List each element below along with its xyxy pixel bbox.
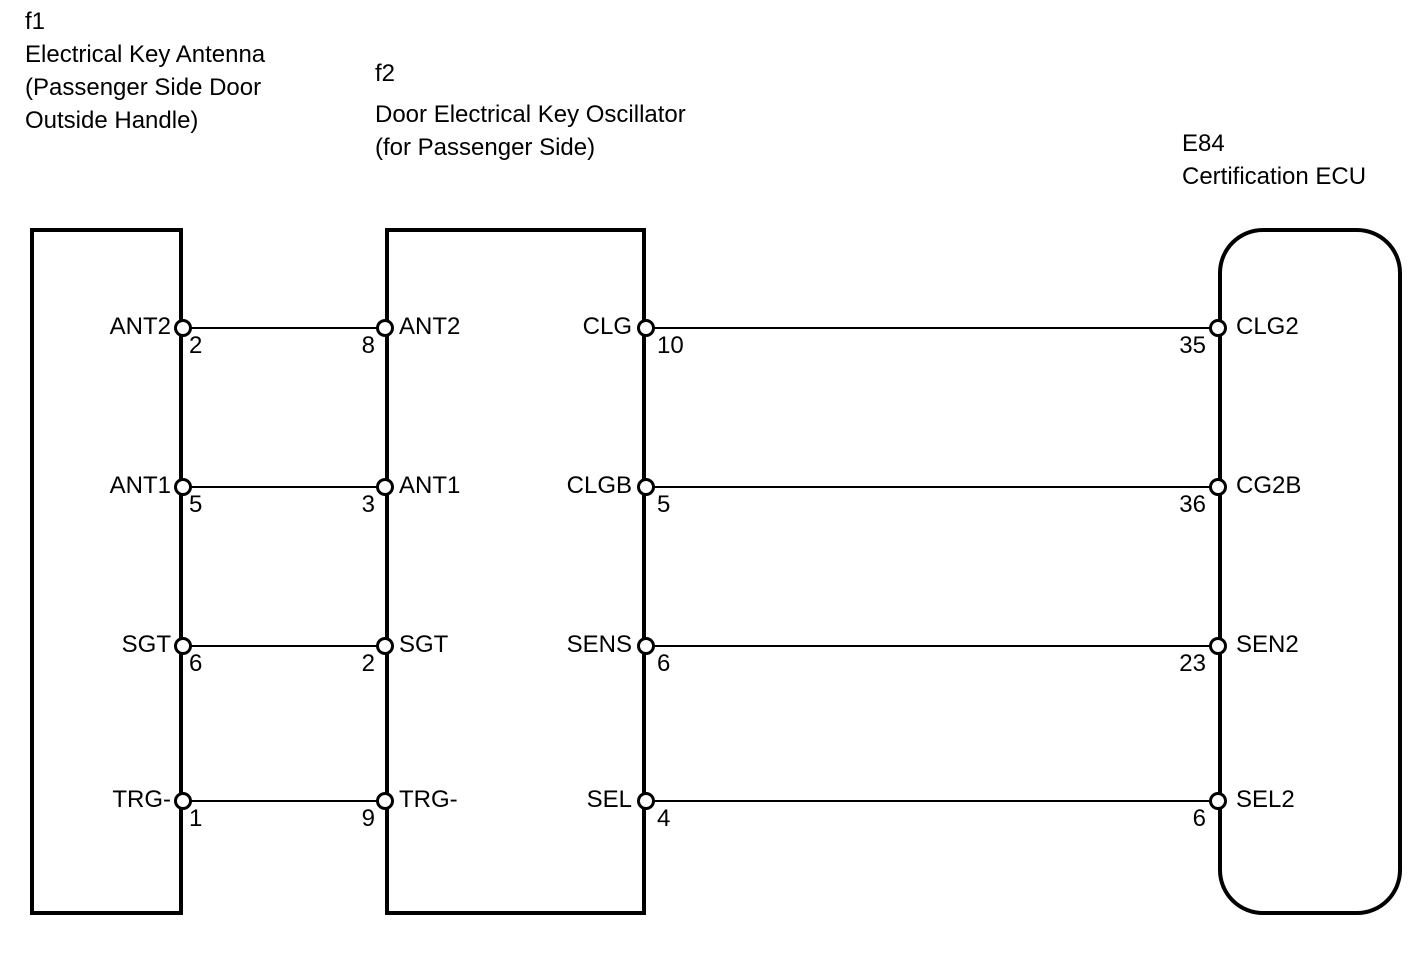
pin-circle-f2-right-row3: [637, 637, 655, 655]
component-code-f2: f2: [375, 60, 396, 87]
wire-f1-f2-row2: [183, 486, 385, 488]
pin-circle-f2-left-row4: [376, 792, 394, 810]
component-title-f1: f1 Electrical Key Antenna (Passenger Sid…: [25, 5, 265, 137]
pin-circle-e84-row1: [1209, 319, 1227, 337]
component-box-e84: [1218, 228, 1402, 915]
pin-circle-f2-right-row2: [637, 478, 655, 496]
pin-number: 5: [657, 491, 671, 518]
component-box-f2: [385, 228, 646, 915]
wire-f2-e84-row4: [646, 800, 1218, 802]
wire-f1-f2-row1: [183, 327, 385, 329]
component-box-f1: [30, 228, 183, 915]
pin-number: 5: [189, 491, 203, 518]
wire-f2-e84-row3: [646, 645, 1218, 647]
pin-label: ANT2: [109, 313, 171, 340]
pin-number: 3: [361, 491, 375, 518]
pin-circle-f2-left-row1: [376, 319, 394, 337]
pin-label: CG2B: [1236, 472, 1302, 499]
pin-number: 6: [1192, 805, 1206, 832]
component-name-f1: Electrical Key Antenna (Passenger Side D…: [25, 41, 266, 134]
component-code-f1: f1: [25, 8, 46, 35]
component-name-e84: Certification ECU: [1182, 163, 1367, 190]
wire-f2-e84-row1: [646, 327, 1218, 329]
pin-circle-f1-row4: [174, 792, 192, 810]
pin-number: 1: [189, 805, 203, 832]
component-title-e84: E84 Certification ECU: [1182, 127, 1366, 193]
pin-circle-f1-row1: [174, 319, 192, 337]
wire-f2-e84-row2: [646, 486, 1218, 488]
pin-label: ANT1: [399, 472, 461, 499]
component-title-f2: f2 Door Electrical Key Oscillator (for P…: [375, 57, 686, 164]
pin-number: 4: [657, 805, 671, 832]
pin-label: SGT: [399, 631, 449, 658]
pin-label: CLG2: [1236, 313, 1299, 340]
wire-f1-f2-row4: [183, 800, 385, 802]
pin-label: SENS: [566, 631, 632, 658]
pin-label: ANT2: [399, 313, 461, 340]
pin-number: 36: [1179, 491, 1206, 518]
component-code-e84: E84: [1182, 130, 1225, 157]
pin-number: 10: [657, 332, 684, 359]
pin-circle-e84-row2: [1209, 478, 1227, 496]
pin-label: SEL2: [1236, 786, 1295, 813]
pin-circle-f2-right-row1: [637, 319, 655, 337]
pin-circle-f2-left-row3: [376, 637, 394, 655]
pin-label: TRG-: [112, 786, 171, 813]
pin-number: 35: [1179, 332, 1206, 359]
pin-number: 2: [361, 650, 375, 677]
component-name-f2: Door Electrical Key Oscillator (for Pass…: [375, 101, 686, 161]
pin-circle-e84-row3: [1209, 637, 1227, 655]
pin-label: SEL: [586, 786, 632, 813]
pin-label: ANT1: [109, 472, 171, 499]
pin-number: 2: [189, 332, 203, 359]
pin-number: 23: [1179, 650, 1206, 677]
pin-label: CLG: [582, 313, 632, 340]
pin-label: SEN2: [1236, 631, 1299, 658]
pin-circle-f2-left-row2: [376, 478, 394, 496]
pin-circle-f1-row2: [174, 478, 192, 496]
pin-number: 8: [361, 332, 375, 359]
pin-label: SGT: [121, 631, 171, 658]
pin-circle-f2-right-row4: [637, 792, 655, 810]
pin-label: TRG-: [399, 786, 458, 813]
pin-number: 6: [657, 650, 671, 677]
pin-number: 6: [189, 650, 203, 677]
pin-label: CLGB: [566, 472, 632, 499]
pin-circle-e84-row4: [1209, 792, 1227, 810]
wire-f1-f2-row3: [183, 645, 385, 647]
pin-number: 9: [361, 805, 375, 832]
pin-circle-f1-row3: [174, 637, 192, 655]
